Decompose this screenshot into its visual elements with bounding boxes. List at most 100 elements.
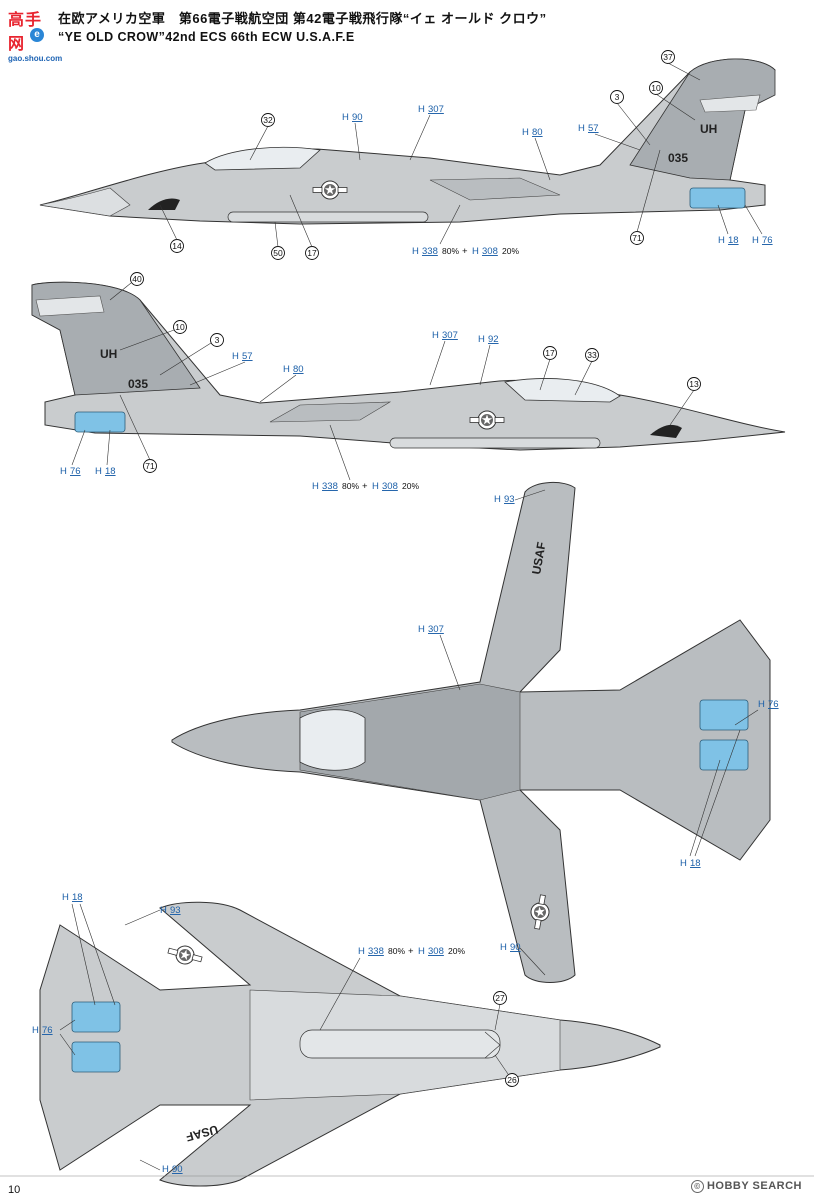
svg-text:H: H — [60, 466, 67, 477]
serial-number-left: 035 — [128, 377, 148, 391]
callout-10-right: 10 — [651, 83, 661, 93]
hobbysearch-watermark: ©HOBBY SEARCH — [690, 1180, 802, 1193]
mix-ratio-b-bottom: 20% — [448, 946, 465, 956]
mix-ratio-b-right: 20% — [502, 246, 519, 256]
svg-text:H: H — [162, 1164, 169, 1175]
svg-text:H: H — [522, 127, 529, 138]
callout-17-left: 17 — [545, 348, 555, 358]
paint-label-h307-top: 307 — [428, 624, 444, 635]
canopy-top — [299, 709, 366, 771]
svg-text:H: H — [62, 892, 69, 903]
mix-ratio-b-left: 20% — [402, 481, 419, 491]
paint-label-h90-right: 90 — [352, 112, 363, 123]
callout-71-right: 71 — [632, 233, 642, 243]
paint-label-h338-left: 338 — [322, 481, 338, 492]
callout-3-left: 3 — [215, 335, 220, 345]
tail-fin-right — [629, 58, 776, 181]
svg-text:H: H — [283, 364, 290, 375]
paint-label-h308-bottom: 308 — [428, 946, 444, 957]
paint-label-h18-top: 18 — [690, 858, 701, 869]
fin-pod-right — [699, 94, 761, 113]
wing-glove-left — [269, 401, 392, 423]
side-view-left: UH 035 H 307 H 92 H 57 H 80 H 76 H 18 H … — [31, 272, 786, 492]
paint-label-h308-right: 308 — [482, 246, 498, 257]
svg-text:H: H — [578, 123, 585, 134]
paint-label-h92-left: 92 — [488, 334, 499, 345]
paint-label-h57-right: 57 — [588, 123, 599, 134]
svg-text:H: H — [342, 112, 349, 123]
belly-pod-bottom — [299, 1029, 501, 1059]
svg-text:H: H — [432, 330, 439, 341]
wing-insignia-bottom — [165, 941, 205, 969]
site-watermark-logo: 高手网 gao.shou.com e — [8, 6, 62, 63]
paint-label-h93-bottom: 93 — [170, 905, 181, 916]
svg-text:H: H — [680, 858, 687, 869]
svg-text:H: H — [752, 235, 759, 246]
callout-37: 37 — [663, 52, 673, 62]
callout-26: 26 — [507, 1075, 517, 1085]
callout-3-right: 3 — [615, 92, 620, 102]
crow-emblem-left — [650, 424, 682, 438]
svg-text:H: H — [758, 699, 765, 710]
paint-label-h80-left: 80 — [293, 364, 304, 375]
callout-32: 32 — [263, 115, 273, 125]
paint-label-h90-top: 90 — [510, 942, 521, 953]
canopy-left — [504, 378, 621, 403]
paint-label-h18-bottom: 18 — [72, 892, 83, 903]
page-title-english: “YE OLD CROW”42nd ECS 66th ECW U.S.A.F.E — [58, 30, 355, 44]
nozzle-upper-top — [699, 699, 749, 731]
mix-ratio-a-right: 80% — [442, 246, 459, 256]
callout-33: 33 — [587, 350, 597, 360]
svg-text:H: H — [418, 946, 425, 957]
top-view: USAF H 93 H 307 H 76 H 18 H 90 — [171, 482, 779, 983]
paint-label-h76-top: 76 — [768, 699, 779, 710]
watermark-badge-icon: e — [30, 28, 44, 42]
svg-text:H: H — [232, 351, 239, 362]
nozzle-upper-bottom — [71, 1001, 121, 1033]
svg-text:H: H — [472, 246, 479, 257]
paint-label-h57-left: 57 — [242, 351, 253, 362]
nose-cone-right — [39, 187, 131, 217]
svg-text:H: H — [312, 481, 319, 492]
callout-14: 14 — [172, 241, 182, 251]
paint-label-h308-left: 308 — [382, 481, 398, 492]
paint-label-h76-left: 76 — [70, 466, 81, 477]
page-number: 10 — [8, 1184, 21, 1196]
callout-10-left: 10 — [175, 322, 185, 332]
svg-text:H: H — [718, 235, 725, 246]
nozzle-lower-top — [699, 739, 749, 771]
engine-nozzle-left — [74, 411, 126, 433]
svg-text:H: H — [494, 494, 501, 505]
canopy-right — [204, 146, 321, 171]
svg-text:H: H — [478, 334, 485, 345]
belly-pod-right — [227, 211, 429, 223]
wing-glove-right — [429, 177, 561, 201]
paint-label-h76-bottom: 76 — [42, 1025, 53, 1036]
paint-label-h90-bottom: 90 — [172, 1164, 183, 1175]
mix-ratio-a-bottom: 80% — [388, 946, 405, 956]
svg-text:H: H — [418, 104, 425, 115]
callout-50: 50 — [273, 248, 283, 258]
callout-40: 40 — [132, 274, 142, 284]
crow-emblem-right — [148, 198, 180, 210]
watermark-url: gao.shou.com — [8, 54, 63, 63]
watermark-title: 高手网 — [8, 12, 43, 53]
hobbysearch-text: HOBBY SEARCH — [706, 1180, 802, 1192]
paint-label-h93-top: 93 — [504, 494, 515, 505]
callout-13: 13 — [689, 379, 699, 389]
tail-code-left: UH — [100, 347, 117, 361]
side-view-right: UH 035 H 90 H 307 H 57 H 80 H 18 H 76 H … — [39, 50, 776, 260]
paint-label-h18-left: 18 — [105, 466, 116, 477]
wing-marking-top: USAF — [529, 541, 548, 576]
belly-pod-left — [389, 437, 601, 449]
svg-text:H: H — [95, 466, 102, 477]
svg-text:H: H — [160, 905, 167, 916]
page-title-japanese: 在欧アメリカ空軍 第66電子戦航空団 第42電子戦飛行隊“イェ オールド クロウ… — [58, 11, 547, 26]
copyright-icon: © — [690, 1180, 704, 1193]
tail-code-right: UH — [700, 122, 717, 136]
paint-label-h307-right: 307 — [428, 104, 444, 115]
svg-text:H: H — [372, 481, 379, 492]
paint-label-h338-right: 338 — [422, 246, 438, 257]
callout-27: 27 — [495, 993, 505, 1003]
